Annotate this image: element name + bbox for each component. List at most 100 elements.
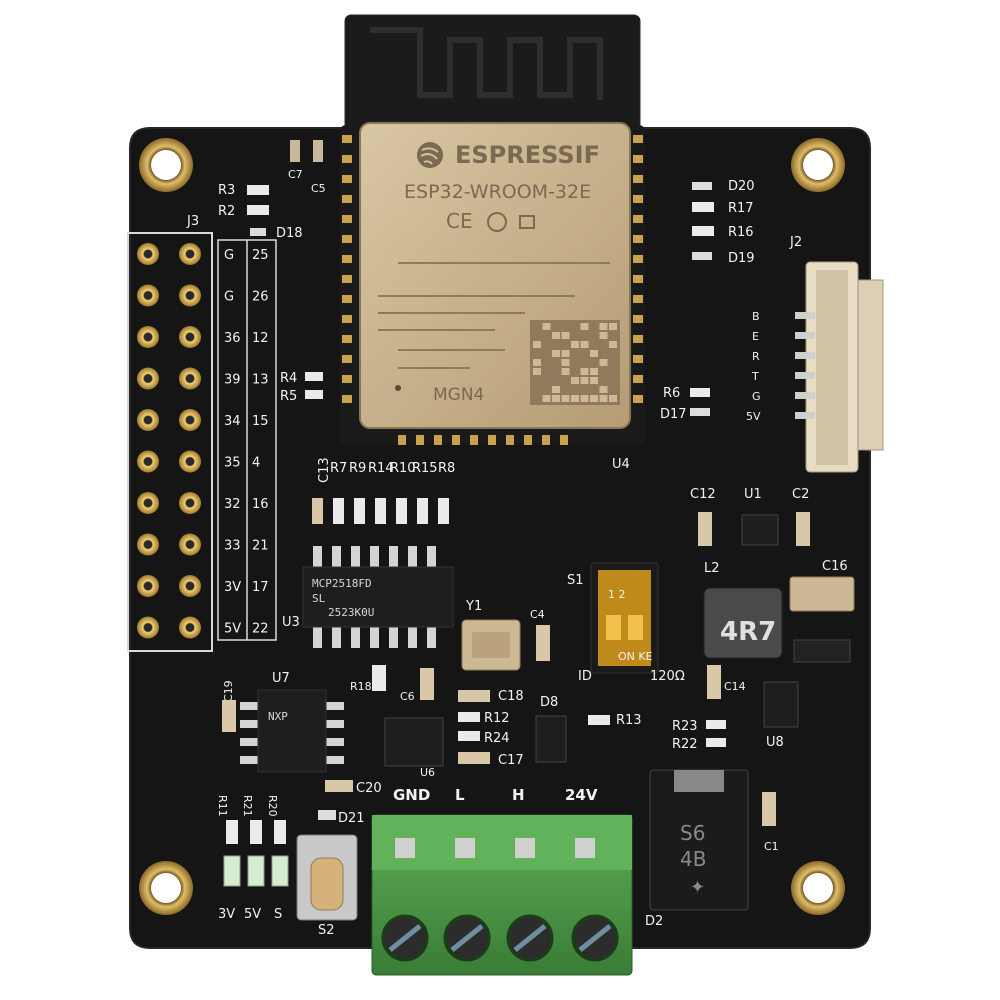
chip-pin — [370, 626, 379, 648]
qr-cell — [542, 395, 551, 402]
push-button-s2[interactable] — [296, 834, 358, 921]
inductor-value: 4R7 — [720, 617, 776, 647]
qr-cell — [561, 368, 570, 375]
label-R5: R5 — [280, 389, 297, 404]
screw-slot — [388, 924, 422, 952]
j3-pin-label-right: 4 — [252, 456, 260, 471]
led-label-s: S — [274, 907, 282, 922]
module-pad — [342, 155, 352, 163]
resistor-part — [333, 498, 344, 524]
module-pad — [633, 255, 643, 263]
screw-slot — [578, 924, 612, 952]
label-C17: C17 — [498, 753, 524, 768]
chip-pin — [324, 702, 344, 710]
espressif-logo — [417, 142, 443, 168]
label-C7: C7 — [288, 168, 303, 181]
dip-switch-positions: 1 2 — [608, 588, 626, 601]
label-J3: J3 — [186, 214, 199, 229]
label-S2: S2 — [318, 923, 335, 938]
module-pad — [542, 435, 550, 445]
j3-pin-label-left: 34 — [224, 414, 241, 429]
header-pin — [137, 284, 159, 307]
label-U1: U1 — [744, 487, 762, 502]
qr-cell — [590, 350, 598, 357]
qr-cell — [580, 377, 589, 384]
module-pad — [398, 435, 406, 445]
terminal-label-l: L — [455, 786, 465, 804]
r13-part — [588, 715, 610, 725]
j3-pin-header — [137, 243, 201, 639]
terminal-screws[interactable] — [381, 914, 619, 962]
label-R18: R18 — [350, 680, 372, 693]
header-pin — [137, 409, 159, 431]
module-pad — [342, 335, 352, 343]
label-C20: C20 — [356, 781, 382, 796]
label-R22: R22 — [672, 737, 698, 752]
d2-tab — [674, 770, 724, 792]
module-pad — [342, 295, 352, 303]
qr-cell — [580, 395, 589, 402]
j2-pin — [795, 392, 815, 399]
j2-pin — [795, 332, 815, 339]
module-pad — [342, 175, 352, 183]
header-pin — [179, 533, 201, 556]
module-pad — [633, 195, 643, 203]
chip-pin — [427, 626, 436, 648]
label-D21: D21 — [338, 811, 365, 826]
c19-part — [222, 700, 236, 732]
label-R16: R16 — [728, 225, 754, 240]
j2-pin — [795, 412, 815, 419]
module-pad — [560, 435, 568, 445]
c12-part — [698, 512, 712, 546]
chip-pin — [240, 702, 260, 710]
qr-cell — [580, 323, 589, 330]
can-controller-chip — [302, 566, 454, 628]
chip-pin — [313, 546, 322, 568]
j3-pin-label-right: 25 — [252, 248, 269, 263]
u7-pins — [240, 702, 344, 764]
resistor-part — [417, 498, 428, 524]
screw-terminal-block — [371, 814, 633, 976]
chip-pin — [240, 756, 260, 764]
d17-part — [690, 408, 710, 416]
label-C19: C19 — [222, 680, 235, 702]
qr-cell — [580, 368, 589, 375]
j3-pin-label-left: 3V — [224, 580, 241, 595]
chip-pin — [389, 626, 398, 648]
label-U6: U6 — [420, 766, 435, 779]
module-pad — [633, 155, 643, 163]
qr-cell — [542, 323, 551, 330]
label-120ohm: 120Ω — [650, 669, 685, 684]
small-diode — [793, 639, 851, 663]
u1-regulator — [741, 514, 779, 546]
label-C2: C2 — [792, 487, 809, 502]
r5-part — [305, 390, 323, 399]
module-pad — [470, 435, 478, 445]
qr-cell — [590, 368, 598, 375]
j3-pin-label-right: 26 — [252, 290, 269, 305]
module-pad — [342, 195, 352, 203]
label-R8: R8 — [438, 461, 455, 476]
chip-pin — [324, 738, 344, 746]
qr-cell — [599, 332, 608, 339]
chip-pin — [351, 546, 360, 568]
label-R4: R4 — [280, 371, 297, 386]
label-C16: C16 — [822, 559, 848, 574]
label-D18: D18 — [276, 226, 303, 241]
label-R10: R10 — [390, 461, 416, 476]
smd-parts-top-right — [692, 182, 714, 260]
label-C1: C1 — [764, 840, 779, 853]
c2-part — [796, 512, 810, 546]
qr-cell — [609, 341, 617, 348]
j2-pin — [795, 312, 815, 319]
label-C4: C4 — [530, 608, 545, 621]
antenna-trace — [370, 27, 603, 100]
module-pad — [633, 215, 643, 223]
j3-pin-label-right: 15 — [252, 414, 269, 429]
terminal-label-h: H — [512, 786, 525, 804]
module-pad — [633, 315, 643, 323]
can-transceiver-u7 — [257, 689, 327, 773]
terminal-label-gnd: GND — [393, 786, 430, 804]
dip-switch-s1[interactable] — [590, 562, 659, 674]
label-U3: U3 — [282, 615, 300, 630]
